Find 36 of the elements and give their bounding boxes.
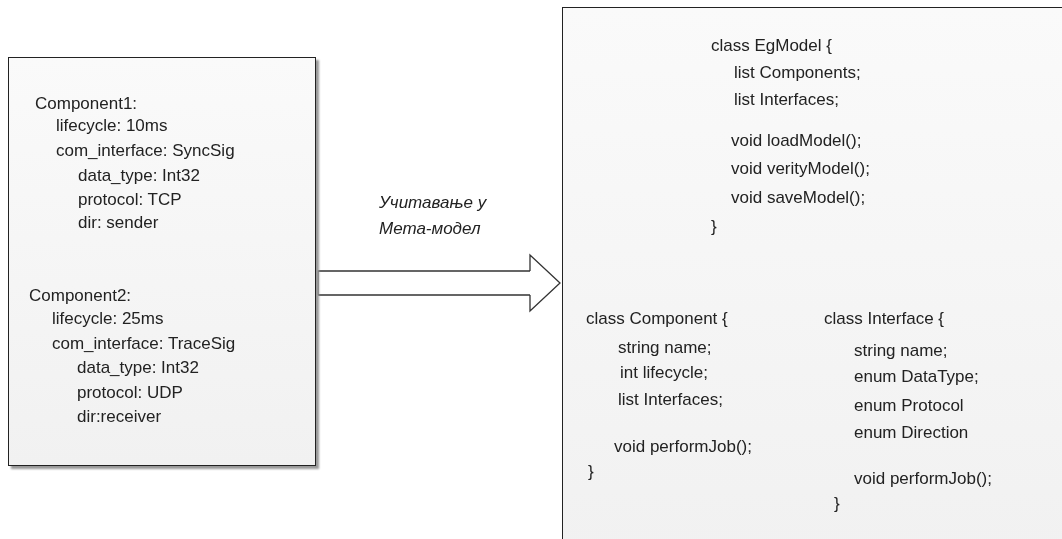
code-line: list Components; bbox=[734, 63, 861, 83]
code-line: data_type: Int32 bbox=[78, 166, 200, 186]
code-line: lifecycle: 25ms bbox=[52, 309, 164, 329]
code-line: class Component { bbox=[586, 309, 728, 329]
code-line: } bbox=[588, 462, 594, 482]
code-line: } bbox=[711, 217, 717, 237]
edge-label: Учитавање у Мета-модел bbox=[379, 192, 488, 240]
code-line: dir: sender bbox=[78, 213, 159, 233]
code-line: protocol: UDP bbox=[77, 383, 183, 403]
code-line: void verityModel(); bbox=[731, 159, 870, 179]
text-panel bbox=[8, 57, 316, 466]
code-line: Component1: bbox=[35, 94, 138, 114]
code-line: com_interface: TraceSig bbox=[52, 334, 236, 354]
code-line: string name; bbox=[854, 341, 948, 361]
code-line: lifecycle: 10ms bbox=[56, 116, 168, 136]
code-line: enum DataType; bbox=[854, 367, 979, 387]
code-line: int lifecycle; bbox=[620, 363, 708, 383]
code-line: protocol: TCP bbox=[78, 190, 182, 210]
code-line: } bbox=[834, 494, 840, 514]
code-line: class EgModel { bbox=[711, 36, 832, 56]
code-line: class Interface { bbox=[824, 309, 944, 329]
text-panel bbox=[562, 7, 1062, 539]
code-line: Component2: bbox=[29, 286, 132, 306]
code-line: void loadModel(); bbox=[731, 131, 862, 151]
code-line: enum Direction bbox=[854, 423, 969, 443]
block-arrow bbox=[317, 254, 561, 312]
code-line: void performJob(); bbox=[614, 437, 752, 457]
code-line: void performJob(); bbox=[854, 469, 992, 489]
code-line: data_type: Int32 bbox=[77, 358, 199, 378]
code-line: string name; bbox=[618, 338, 712, 358]
code-line: void saveModel(); bbox=[731, 188, 866, 208]
code-line: com_interface: SyncSig bbox=[56, 141, 235, 161]
code-line: dir:receiver bbox=[77, 407, 162, 427]
code-line: list Interfaces; bbox=[618, 390, 723, 410]
code-line: enum Protocol bbox=[854, 396, 964, 416]
code-line: list Interfaces; bbox=[734, 90, 839, 110]
